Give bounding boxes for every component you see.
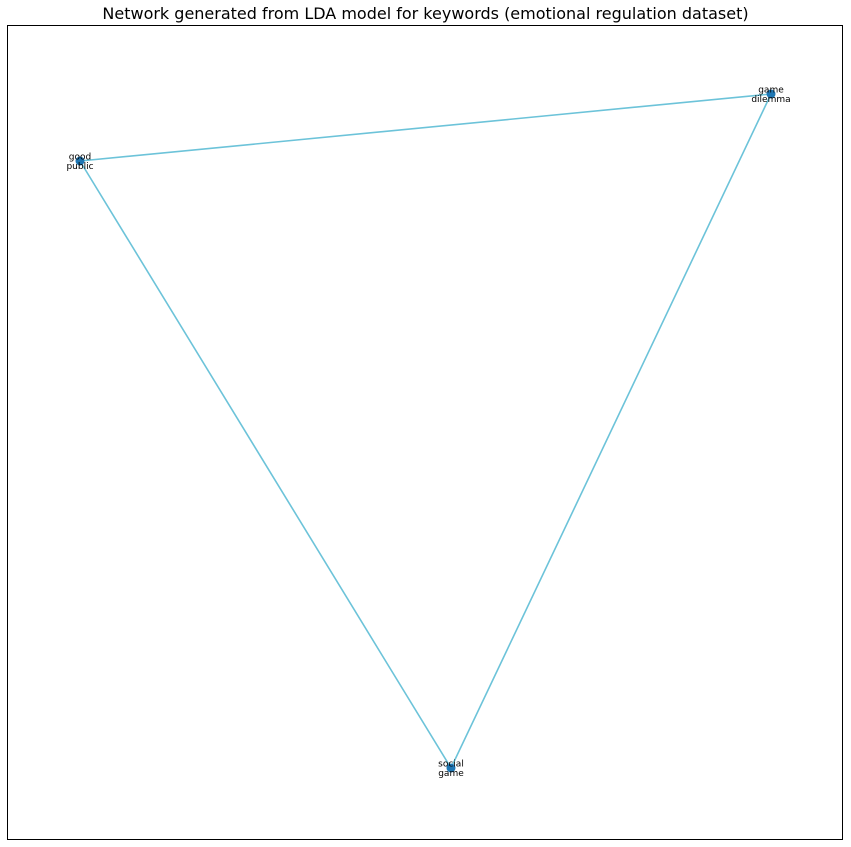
node-label-line: game	[758, 85, 784, 95]
nodes-layer	[75, 89, 776, 773]
plot-frame	[7, 25, 843, 840]
node-label-line: social	[438, 759, 464, 769]
node-n3	[446, 763, 456, 773]
node-n2	[766, 89, 776, 99]
node-label-line: public	[66, 162, 93, 172]
node-label-line: game	[438, 769, 464, 779]
edge-n2-n3	[450, 93, 772, 769]
chart-title: Network generated from LDA model for key…	[102, 4, 749, 23]
node-label-line: good	[69, 152, 91, 162]
edge-n1-n2	[79, 93, 772, 162]
edge-n3-n1	[79, 160, 452, 769]
node-label-line: dilemma	[751, 95, 790, 105]
node-n1	[75, 156, 85, 166]
edges-layer	[79, 93, 772, 769]
